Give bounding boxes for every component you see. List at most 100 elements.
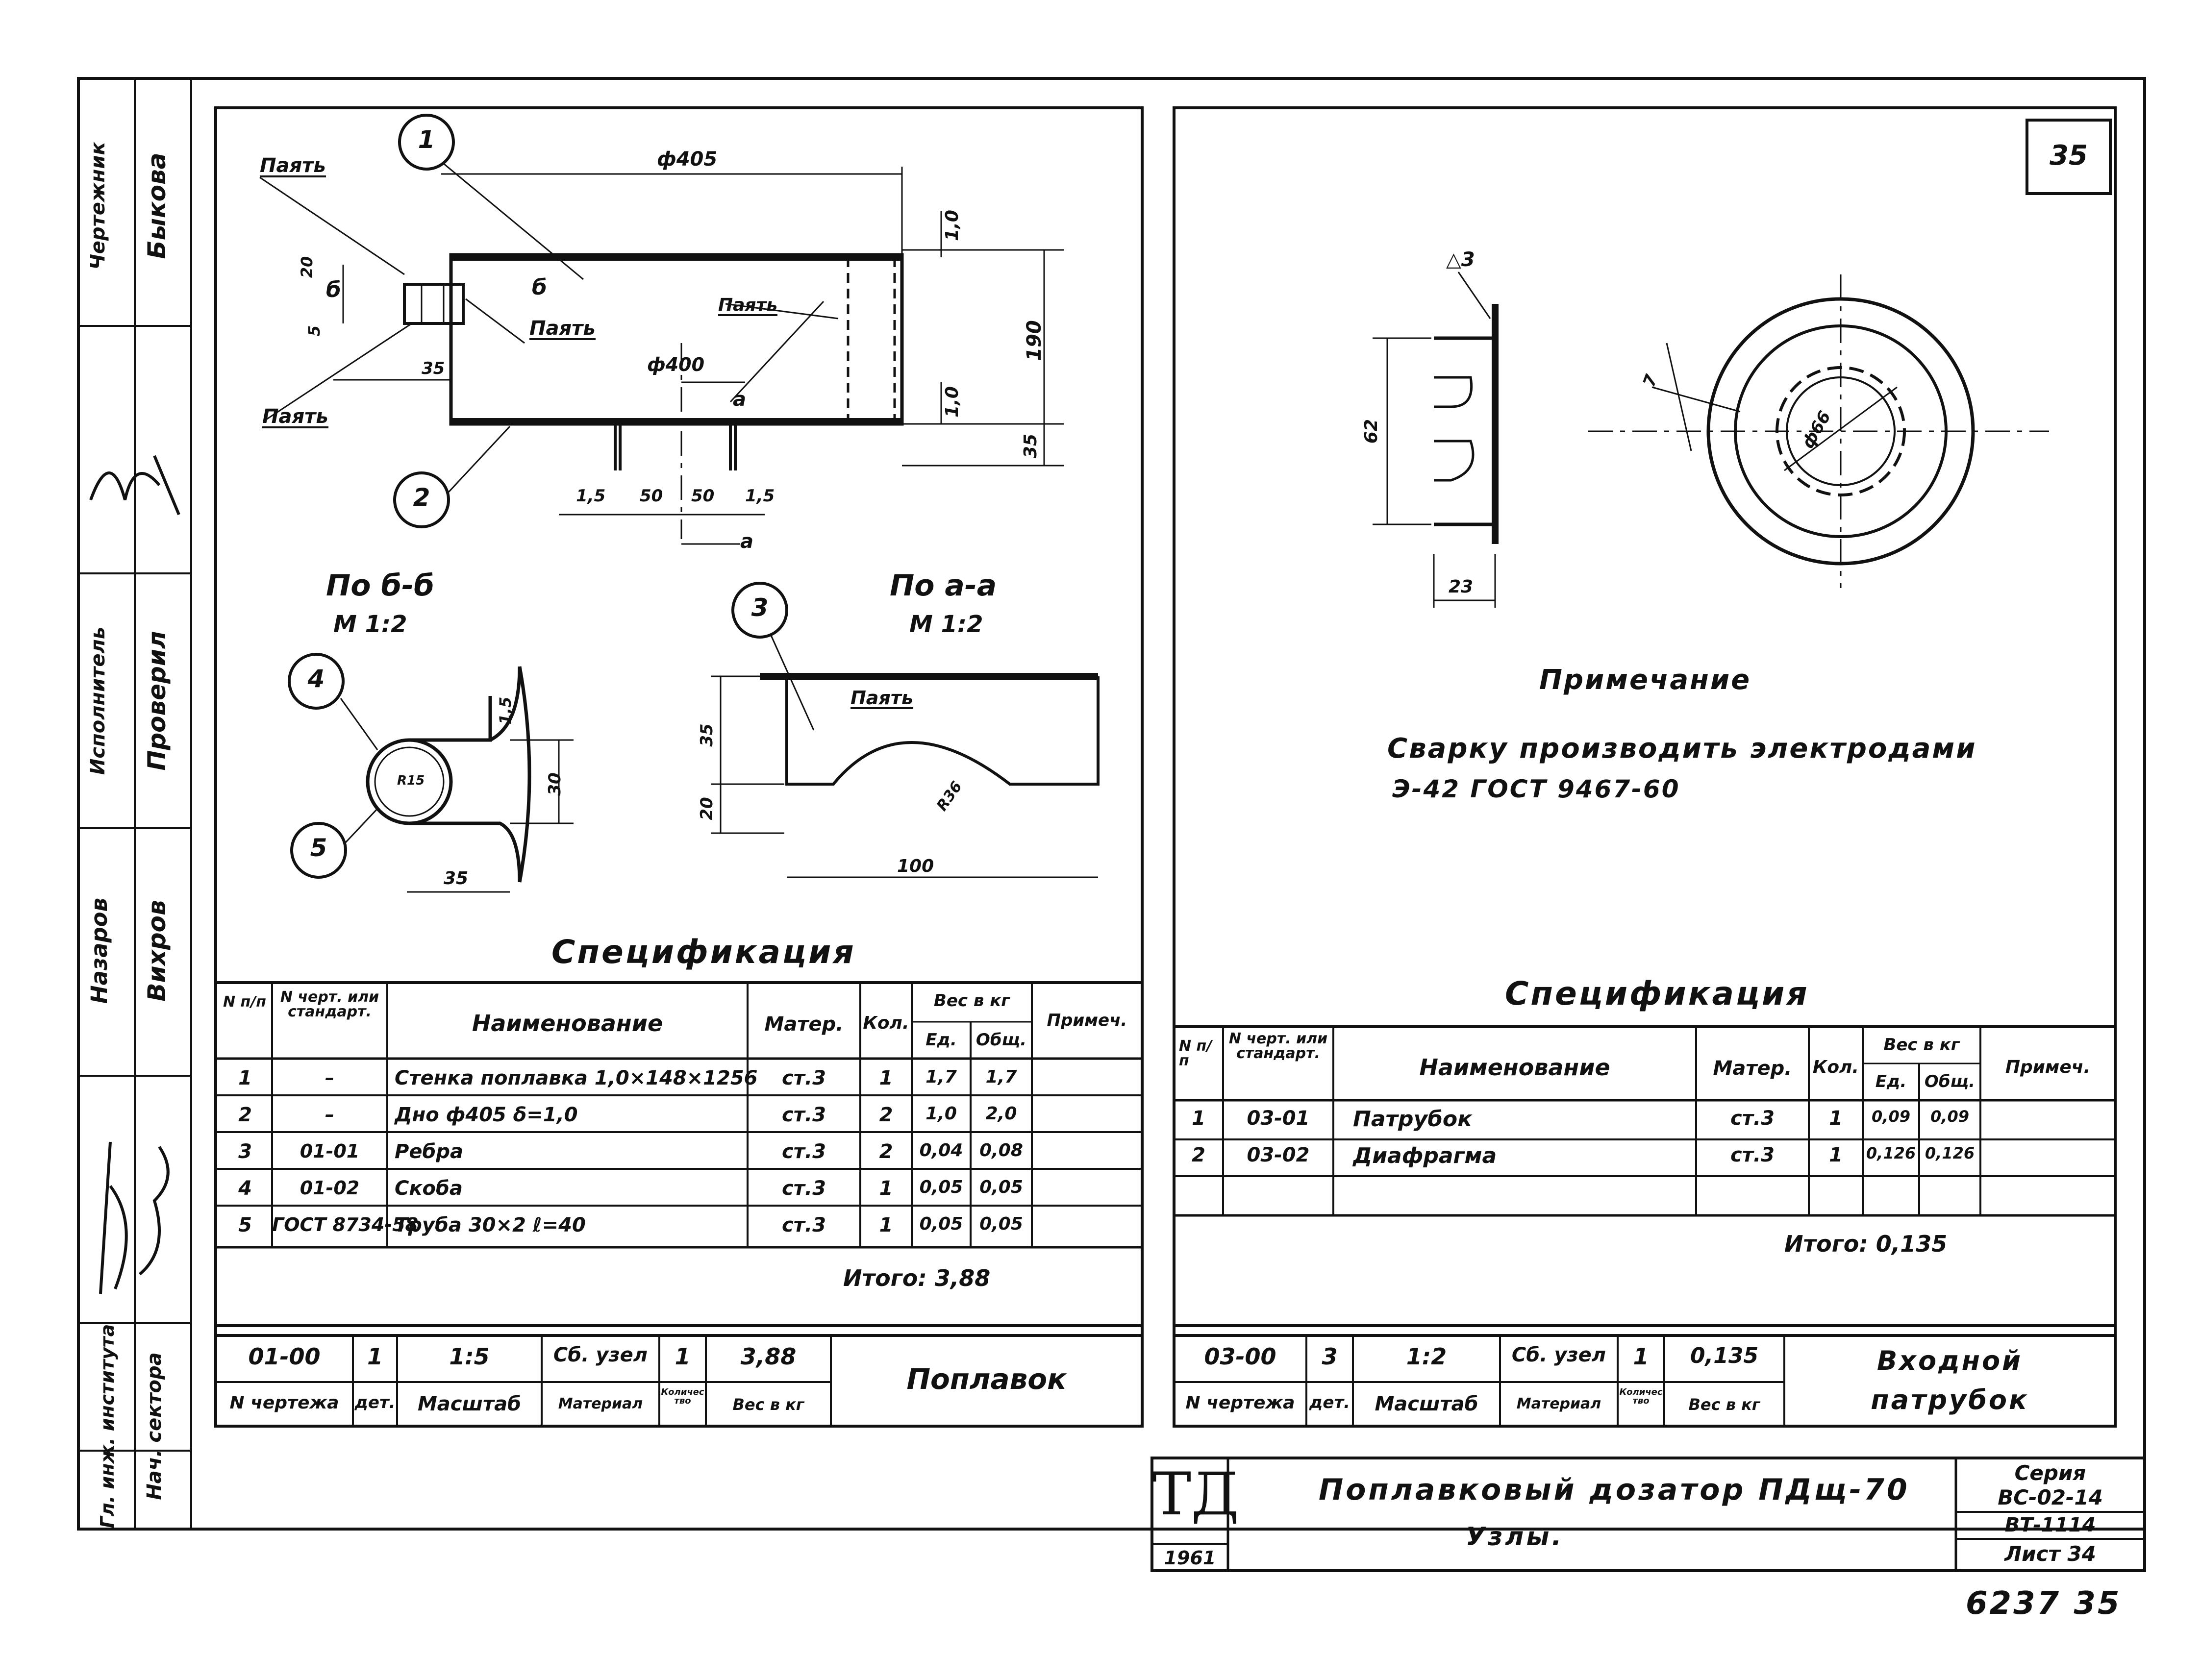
spec-cell-material: ст.3: [782, 1140, 826, 1163]
left-spec-h-weight: Вес в кг: [933, 991, 1010, 1011]
right-spec-h-total: Общ.: [1924, 1072, 1976, 1091]
dim-190: 190: [1023, 320, 1046, 361]
right-spec-h-note: Примеч.: [2005, 1057, 2091, 1077]
dim-bottom-4: 1,5: [745, 486, 775, 506]
left-tb-drawing-no: 01-00: [248, 1343, 321, 1370]
note-line-1: Сварку производить электродами: [1387, 733, 1977, 765]
right-tb-scale: 1:2: [1406, 1343, 1447, 1370]
drawing-subtitle: Узлы.: [1466, 1522, 1564, 1552]
dim-62: 62: [1361, 419, 1381, 444]
right-spec-h-weight: Вес в кг: [1883, 1035, 1960, 1055]
spec-cell-drawing: –: [325, 1104, 334, 1125]
right-spec-total: Итого: 0,135: [1784, 1231, 1948, 1257]
left-spec-h-unit: Ед.: [925, 1030, 957, 1050]
right-tb-h-material: Материал: [1516, 1395, 1601, 1412]
right-spec-h-name: Наименование: [1419, 1054, 1610, 1081]
left-tb-h-det: дет.: [354, 1393, 396, 1412]
spec-cell-name: Диафрагма: [1353, 1143, 1497, 1168]
view-aa-dim-20: 20: [697, 797, 717, 820]
note-title: Примечание: [1539, 664, 1751, 696]
spec-cell-material: ст.3: [782, 1214, 826, 1236]
view-bb-scale: М 1:2: [333, 611, 407, 638]
spec-cell-qty: 1: [879, 1177, 893, 1200]
dim-10-top: 1,0: [942, 210, 962, 241]
callout-2: 2: [413, 483, 430, 512]
series-label: Серия: [2014, 1461, 2086, 1485]
stamp-name-4: Вихров: [143, 900, 171, 1002]
spec-cell-name: Труба 30×2 ℓ=40: [395, 1214, 586, 1236]
spec-cell-drawing: 01-02: [300, 1177, 360, 1199]
spec-cell-qty: 2: [879, 1104, 893, 1126]
drawing-title: Поплавковый дозатор ПДщ-70: [1319, 1473, 1910, 1507]
spec-cell-name: Ребра: [395, 1140, 463, 1163]
callout-5: 5: [310, 834, 327, 862]
left-spec-h-drawing: N черт. или стандарт.: [280, 988, 379, 1020]
right-spec-title: Спецификация: [1505, 975, 1809, 1013]
spec-cell-n: 1: [1192, 1107, 1205, 1130]
left-tb-qty: 1: [675, 1343, 691, 1370]
dim-35-left: 35: [422, 359, 445, 378]
stamp-name-3: Проверил: [143, 631, 171, 771]
spec-cell-qty: 1: [1829, 1144, 1843, 1166]
spec-cell-drawing: –: [325, 1067, 334, 1088]
section-mark-a-bottom: а: [740, 530, 753, 553]
left-spec-total: Итого: 3,88: [843, 1265, 991, 1291]
dim-10-bottom: 1,0: [942, 386, 962, 418]
callout-1: 1: [418, 125, 435, 154]
spec-cell-qty: 1: [879, 1214, 893, 1236]
spec-cell-material: ст.3: [782, 1104, 826, 1126]
section-mark-b-left: б: [326, 277, 341, 302]
left-spec-h-n: N п/п: [223, 993, 266, 1011]
right-tb-h-scale: Масштаб: [1375, 1393, 1478, 1415]
label-payat-2: Паять: [529, 317, 596, 340]
spec-cell-total: 2,0: [985, 1104, 1017, 1124]
stamp-name-1: Быкова: [143, 152, 171, 259]
stamp-role-6: Гл. инж. института: [97, 1324, 118, 1529]
spec-cell-name: Стенка поплавка 1,0×148×1256: [395, 1067, 758, 1089]
right-spec-h-unit: Ед.: [1875, 1072, 1907, 1091]
series-code: ВС-02-14: [1998, 1485, 2103, 1509]
spec-cell-material: ст.3: [1730, 1107, 1775, 1130]
right-tb-material: Сб. узел: [1511, 1344, 1606, 1366]
spec-cell-total: 1,7: [985, 1067, 1017, 1087]
dim-23: 23: [1449, 577, 1474, 597]
view-bb-radius: R15: [397, 773, 425, 788]
dim-bottom-2: 50: [640, 486, 663, 506]
right-spec-h-drawing: N черт. или стандарт.: [1228, 1030, 1328, 1062]
spec-cell-n: 5: [238, 1214, 252, 1236]
spec-cell-name: Дно ф405 δ=1,0: [395, 1104, 578, 1126]
right-tb-name-2: патрубок: [1871, 1384, 2029, 1415]
left-tb-weight: 3,88: [740, 1343, 797, 1370]
right-tb-qty: 1: [1633, 1343, 1649, 1370]
spec-cell-n: 1: [238, 1067, 252, 1089]
dim-bottom-1: 1,5: [576, 486, 606, 506]
callout-3: 3: [751, 593, 769, 622]
left-tb-h-qty: Количество: [661, 1387, 704, 1406]
section-mark-a-top: а: [733, 388, 746, 411]
dim-405: ф405: [657, 148, 718, 171]
left-tb-h-scale: Масштаб: [417, 1393, 522, 1415]
spec-cell-total: 0,05: [979, 1214, 1023, 1234]
view-aa-dim-35: 35: [697, 723, 717, 747]
spec-cell-drawing: 03-02: [1247, 1144, 1310, 1166]
view-aa-title: По а-а: [890, 568, 997, 603]
stamp-role-3: Исполнитель: [87, 626, 109, 775]
left-tb-h-material: Материал: [558, 1395, 643, 1412]
spec-cell-total: 0,126: [1925, 1144, 1975, 1162]
right-tb-weight: 0,135: [1690, 1343, 1759, 1368]
spec-cell-drawing: 01-01: [300, 1140, 360, 1162]
right-spec-h-material: Матер.: [1713, 1057, 1792, 1080]
spec-cell-material: ст.3: [1730, 1144, 1775, 1166]
stamp-role-4: Назаров: [86, 897, 112, 1004]
left-spec-h-material: Матер.: [764, 1013, 844, 1036]
spec-cell-unit: 0,05: [919, 1214, 963, 1234]
spec-cell-n: 3: [238, 1140, 252, 1163]
left-tb-det: 1: [367, 1343, 383, 1370]
view-aa-scale: М 1:2: [909, 611, 983, 638]
spec-cell-name: Скоба: [395, 1177, 463, 1200]
signature-2: [99, 1141, 170, 1294]
left-tb-name: Поплавок: [906, 1362, 1067, 1396]
left-tb-material: Сб. узел: [553, 1344, 648, 1366]
spec-cell-qty: 1: [1829, 1107, 1843, 1130]
